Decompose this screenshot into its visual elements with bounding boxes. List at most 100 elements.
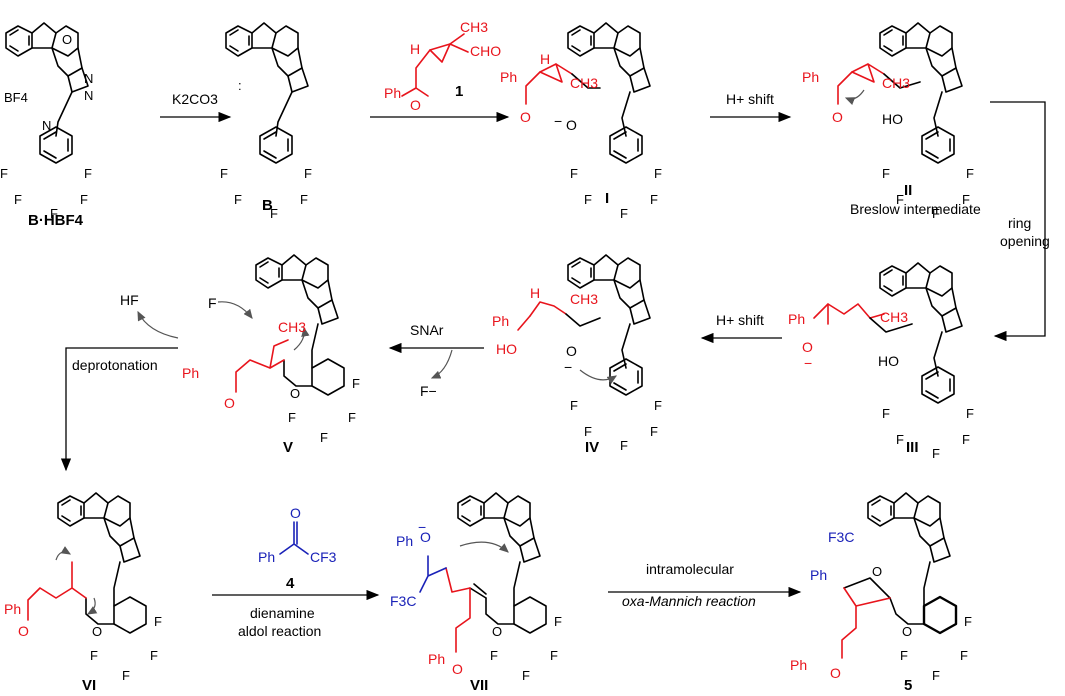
atom-CH3: CH3 xyxy=(882,75,910,91)
atom-F: F xyxy=(522,668,530,683)
label-V: V xyxy=(283,439,293,456)
atom-F: F xyxy=(960,648,968,663)
atom-Ph: Ph xyxy=(500,69,517,85)
atom-N: N xyxy=(84,71,93,86)
atom-F: F xyxy=(882,166,890,181)
atom-F: F xyxy=(570,166,578,181)
compound-VII: Ph O − F3C Ph O O F F F F xyxy=(390,492,562,683)
atom-N3: N xyxy=(42,118,51,133)
atom-F: F xyxy=(882,406,890,421)
atom-F: F xyxy=(352,376,360,391)
arrow-6-label: SNAr xyxy=(410,322,444,338)
arrow-3-label: H+ shift xyxy=(726,91,774,107)
label-VII: VII xyxy=(470,677,488,694)
atom-H: H xyxy=(530,285,540,301)
atom-F: F xyxy=(50,206,58,221)
atom-O: O xyxy=(872,564,882,579)
label-I: I xyxy=(605,190,609,207)
charge-minus: − xyxy=(418,519,426,535)
atom-F: F xyxy=(14,192,22,207)
atom-Ph: Ph xyxy=(396,533,413,549)
compound-V: Ph O CH3 F O F F F F xyxy=(182,254,360,445)
atom-O: O xyxy=(832,109,843,125)
atom-F: F xyxy=(962,432,970,447)
atom-F: F xyxy=(896,192,904,207)
atom-CH3: CH3 xyxy=(278,319,306,335)
atom-Ph: Ph xyxy=(810,567,827,583)
atom-F: F xyxy=(964,614,972,629)
atom-F: F xyxy=(270,206,278,221)
atom-Ph: Ph xyxy=(428,651,445,667)
atom-O: O xyxy=(902,624,912,639)
atom-HO: HO xyxy=(496,341,517,357)
label-B-HBF4: B·HBF4 xyxy=(28,212,84,229)
atom-Ph: Ph xyxy=(492,313,509,329)
atom-O: O xyxy=(224,395,235,411)
atom-F: F xyxy=(0,166,8,181)
compound-VI: Ph O O F F F F xyxy=(4,492,162,683)
atom-CH3: CH3 xyxy=(570,75,598,91)
arrow-8-label-1: dienamine xyxy=(250,605,315,621)
atom-O: O xyxy=(290,386,300,401)
compound-III: Ph O − CH3 HO F F F F F xyxy=(788,262,974,461)
label-IV: IV xyxy=(585,439,599,456)
charge-minus: − xyxy=(564,359,572,375)
arrow-1-label: K2CO3 xyxy=(172,91,218,107)
atom-O: O xyxy=(420,529,431,545)
atom-F: F xyxy=(220,166,228,181)
atom-O: O xyxy=(520,109,531,125)
atom-F: F xyxy=(900,648,908,663)
atom-Ph: Ph xyxy=(182,365,199,381)
atom-F: F xyxy=(122,668,130,683)
atom-HO: HO xyxy=(878,353,899,369)
atom-F: F xyxy=(584,424,592,439)
arrow-6-side: F− xyxy=(420,383,437,399)
atom-CH3: CH3 xyxy=(570,291,598,307)
atom-Ph: Ph xyxy=(384,85,401,101)
atom-F: F xyxy=(966,406,974,421)
atom-Ph: Ph xyxy=(4,601,21,617)
atom-N2: N xyxy=(84,88,93,103)
atom-F3C: F3C xyxy=(828,529,854,545)
atom-O: O xyxy=(830,665,841,681)
atom-CHO: CHO xyxy=(470,43,501,59)
atom-F: F xyxy=(896,432,904,447)
arrow-9-label-2: oxa-Mannich reaction xyxy=(622,593,756,609)
atom-O: O xyxy=(62,32,72,47)
label-1: 1 xyxy=(455,83,463,100)
atom-F: F xyxy=(620,206,628,221)
atom-F: F xyxy=(650,192,658,207)
atom-F: F xyxy=(320,430,328,445)
atom-F: F xyxy=(620,438,628,453)
arrow-7 xyxy=(60,347,178,472)
atom-F: F xyxy=(348,410,356,425)
atom-Ph: Ph xyxy=(802,69,819,85)
atom-O: O xyxy=(492,624,502,639)
reagent-1-structure: Ph O H CHO CH3 xyxy=(384,19,501,113)
atom-F: F xyxy=(554,614,562,629)
atom-F: F xyxy=(288,410,296,425)
charge-minus: − xyxy=(804,355,812,371)
arrow-5-label: H+ shift xyxy=(716,312,764,328)
arrow-4-label-2: opening xyxy=(1000,233,1050,249)
atom-F: F xyxy=(90,648,98,663)
atom-F: F xyxy=(304,166,312,181)
compound-IV: Ph HO H CH3 O − F F F F F xyxy=(492,254,662,453)
atom-Ph: Ph xyxy=(790,657,807,673)
arrow-4-label-1: ring xyxy=(1008,215,1031,231)
atom-O: O xyxy=(92,624,102,639)
atom-F: F xyxy=(570,398,578,413)
atom-F: F xyxy=(80,192,88,207)
atom-CH3: CH3 xyxy=(460,19,488,35)
atom-F: F xyxy=(962,192,970,207)
atom-F: F xyxy=(84,166,92,181)
hf-label: HF xyxy=(120,292,139,308)
carbene-dots: : xyxy=(238,78,242,93)
atom-O-minus: O xyxy=(566,117,577,133)
arrow-9-label-1: intramolecular xyxy=(646,561,734,577)
atom-F: F xyxy=(584,192,592,207)
label-VI: VI xyxy=(82,677,96,694)
atom-CH3: CH3 xyxy=(880,309,908,325)
atom-F: F xyxy=(932,668,940,683)
